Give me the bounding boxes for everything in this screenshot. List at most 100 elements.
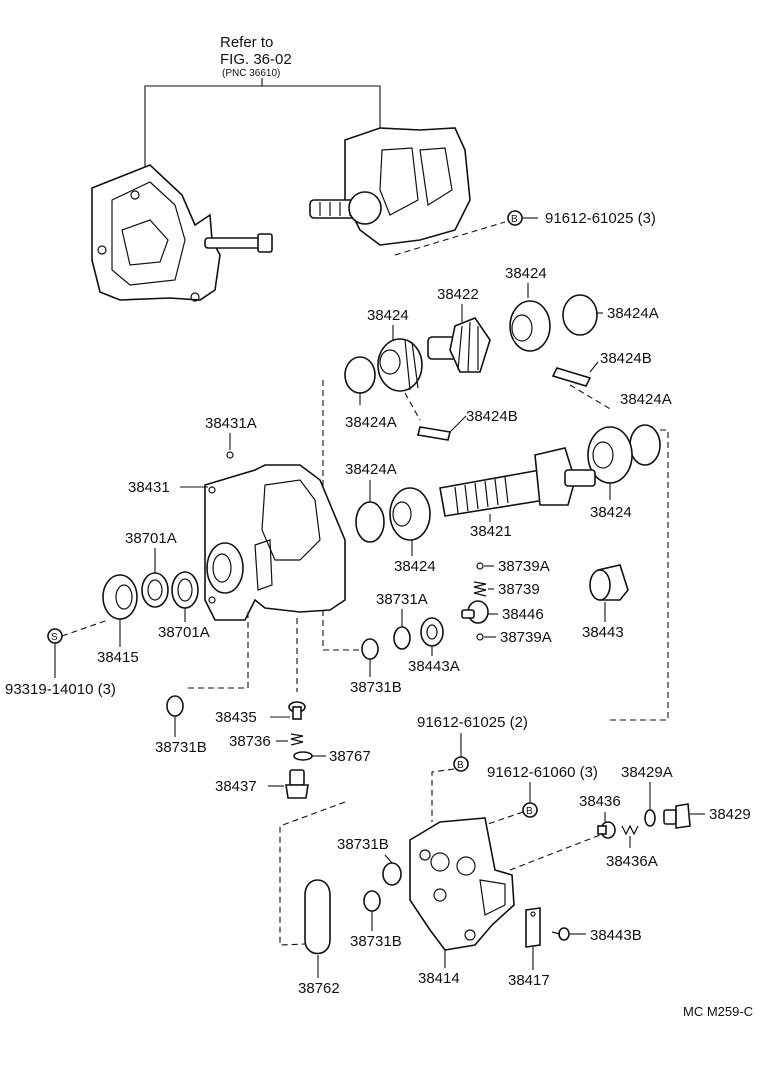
part-38422-gear — [427, 317, 491, 373]
part-38431A-pin — [226, 451, 234, 459]
bolt-b-marker-mid — [453, 756, 469, 772]
label-38437: 38437 — [215, 778, 257, 795]
shift-housing-assembly — [309, 127, 471, 246]
label-38429: 38429 — [709, 806, 751, 823]
guide-right — [610, 429, 669, 721]
label-38443B: 38443B — [590, 927, 642, 944]
part-38767-oring — [293, 751, 313, 761]
label-38424B-a: 38424B — [600, 350, 652, 367]
label-38731A: 38731A — [376, 591, 428, 608]
label-38436: 38436 — [579, 793, 621, 810]
part-38443A-washer — [420, 617, 444, 647]
part-38436A-spring — [621, 824, 639, 836]
label-38436A: 38436A — [606, 853, 658, 870]
bolt-b-marker-lower — [522, 802, 538, 818]
label-38443A: 38443A — [408, 658, 460, 675]
label-38424A-d: 38424A — [345, 461, 397, 478]
part-38446-plunger — [461, 600, 489, 624]
label-38736: 38736 — [229, 733, 271, 750]
part-38701A-seal-a — [141, 572, 169, 608]
part-38731B-oring-c — [382, 862, 402, 886]
label-91612-61060-3: 91612-61060 (3) — [487, 764, 598, 781]
label-38731B-c: 38731B — [337, 836, 389, 853]
part-38414-pump-cover — [409, 817, 515, 951]
part-38429A-oring — [644, 809, 656, 827]
part-38731A-oring — [393, 626, 411, 650]
part-38731B-oring-b — [166, 695, 184, 717]
part-38443B-pin — [551, 927, 570, 941]
bolt-s-letter: S — [51, 632, 58, 643]
label-91612-61025-2: 91612-61025 (2) — [417, 714, 528, 731]
part-38435-plug — [288, 701, 306, 720]
label-38435: 38435 — [215, 709, 257, 726]
label-38446: 38446 — [502, 606, 544, 623]
label-38731B-b: 38731B — [155, 739, 207, 756]
label-38424B-b: 38424B — [466, 408, 518, 425]
label-93319-14010: 93319-14010 (3) — [5, 681, 116, 698]
guide-pump-right — [509, 834, 601, 871]
label-38422: 38422 — [437, 286, 479, 303]
label-38731B-d: 38731B — [350, 933, 402, 950]
part-38424-left — [377, 338, 423, 392]
reference-line-1: Refer to — [220, 34, 273, 51]
part-38424-upper-right — [509, 300, 551, 352]
bolt-b-letter-mid: B — [457, 760, 464, 771]
part-38424A-ring-mid — [355, 501, 385, 543]
bolt-b-letter-upper: B — [511, 214, 518, 225]
transfer-cover-assembly — [91, 164, 273, 302]
part-38736-spring — [290, 733, 304, 746]
part-38701A-seal-b — [171, 571, 199, 609]
guide-bottom-left — [279, 801, 346, 946]
label-38762: 38762 — [298, 980, 340, 997]
label-38431: 38431 — [128, 479, 170, 496]
label-38701A-b: 38701A — [158, 624, 210, 641]
label-38415: 38415 — [97, 649, 139, 666]
label-38701A-a: 38701A — [125, 530, 177, 547]
reference-line-2: FIG. 36-02 — [220, 51, 292, 68]
part-38762-gasket — [304, 879, 331, 955]
label-38731B-a: 38731B — [350, 679, 402, 696]
leader-bolt-upper — [394, 221, 506, 256]
part-38731B-oring-d — [363, 890, 381, 912]
label-38424A-c: 38424A — [620, 391, 672, 408]
label-38429A: 38429A — [621, 764, 673, 781]
label-38424-b: 38424 — [367, 307, 409, 324]
part-38424A-ring-right — [629, 424, 661, 466]
label-38414: 38414 — [418, 970, 460, 987]
label-38424-d: 38424 — [394, 558, 436, 575]
label-38417: 38417 — [508, 972, 550, 989]
part-38436-plunger — [597, 821, 616, 839]
part-38424A-ring-left — [344, 356, 376, 394]
part-38731B-oring-a — [361, 638, 379, 660]
part-38424-mid — [389, 487, 431, 541]
label-38767: 38767 — [329, 748, 371, 765]
label-38424-a: 38424 — [505, 265, 547, 282]
diagram-code: MC M259-C — [683, 1004, 753, 1019]
part-38415-plate — [102, 574, 138, 620]
part-38437-plug — [285, 769, 309, 799]
label-38424-c: 38424 — [590, 504, 632, 521]
part-38443-sleeve — [589, 564, 629, 601]
label-38424A-b: 38424A — [345, 414, 397, 431]
part-38424B-key-lower — [417, 426, 451, 441]
label-38424A-a: 38424A — [607, 305, 659, 322]
label-38431A: 38431A — [205, 415, 257, 432]
part-38424A-ring — [562, 294, 598, 336]
part-38739A-ball-lower — [476, 633, 484, 641]
part-38417-plate — [525, 907, 541, 948]
part-38429-plug — [663, 803, 691, 829]
label-91612-61025-3: 91612-61025 (3) — [545, 210, 656, 227]
part-38739A-ball-upper — [476, 562, 484, 570]
part-38424B-key-upper — [551, 367, 592, 387]
label-38739: 38739 — [498, 581, 540, 598]
bolt-b-letter-lower: B — [526, 806, 533, 817]
guide-left-of-gears — [322, 380, 360, 651]
reference-line-3: (PNC 36610) — [222, 68, 280, 79]
label-38739A-a: 38739A — [498, 558, 550, 575]
label-38739A-b: 38739A — [500, 629, 552, 646]
guide-housing-left — [185, 612, 249, 689]
part-38431-housing — [204, 464, 346, 621]
part-38421-shaft — [439, 447, 596, 517]
